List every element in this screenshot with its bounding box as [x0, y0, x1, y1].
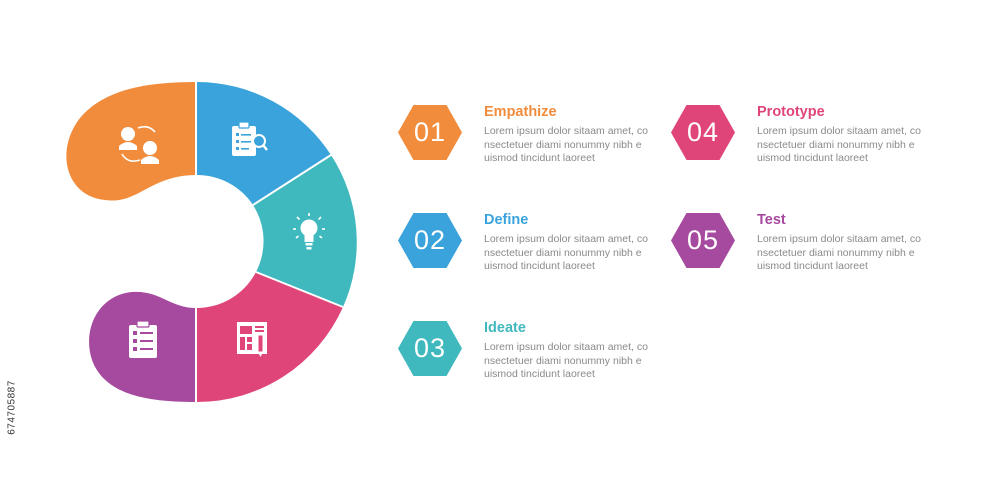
step-description: Lorem ipsum dolor sitaam amet, co nsecte…: [484, 341, 659, 382]
step-description-line: nsectetuer diami nonummy nibh e: [484, 246, 642, 259]
step-description-line: nsectetuer diami nonummy nibh e: [484, 138, 642, 151]
step-item-ideate: 03 Ideate Lorem ipsum dolor sitaam amet,…: [397, 320, 657, 410]
blueprint-pencil-icon: [237, 322, 267, 357]
empathize-segment: [66, 82, 196, 201]
step-number: 04: [686, 117, 720, 147]
step-title: Test: [757, 212, 786, 228]
step-description: Lorem ipsum dolor sitaam amet, co nsecte…: [484, 233, 659, 274]
step-description-line: Lorem ipsum dolor sitaam amet, co: [484, 341, 648, 353]
step-description-line: nsectetuer diami nonummy nibh e: [484, 354, 642, 367]
step-title: Ideate: [484, 320, 526, 336]
step-item-define: 02 Define Lorem ipsum dolor sitaam amet,…: [397, 212, 657, 302]
step-number: 05: [686, 225, 720, 255]
step-title: Empathize: [484, 104, 557, 120]
step-description-line: Lorem ipsum dolor sitaam amet, co: [484, 233, 648, 245]
step-description: Lorem ipsum dolor sitaam amet, co nsecte…: [484, 125, 659, 166]
step-description-line: Lorem ipsum dolor sitaam amet, co: [484, 125, 648, 137]
step-description-line: uismod tincidunt laoreet: [484, 260, 595, 272]
step-hexagon: 04: [670, 104, 736, 161]
step-hexagon: 05: [670, 212, 736, 269]
step-hexagon: 02: [397, 212, 463, 269]
step-number: 02: [413, 225, 447, 255]
step-hexagon: 03: [397, 320, 463, 377]
step-description-line: Lorem ipsum dolor sitaam amet, co: [757, 125, 921, 137]
step-description-line: uismod tincidunt laoreet: [757, 260, 868, 272]
step-item-test: 05 Test Lorem ipsum dolor sitaam amet, c…: [670, 212, 930, 302]
step-title: Define: [484, 212, 529, 228]
step-item-empathize: 01 Empathize Lorem ipsum dolor sitaam am…: [397, 104, 657, 194]
step-description-line: Lorem ipsum dolor sitaam amet, co: [757, 233, 921, 245]
process-ring: [66, 81, 357, 403]
step-description: Lorem ipsum dolor sitaam amet, co nsecte…: [757, 233, 932, 274]
step-item-prototype: 04 Prototype Lorem ipsum dolor sitaam am…: [670, 104, 930, 194]
lightbulb-icon: [293, 213, 325, 250]
clipboard-search-icon: [232, 121, 268, 156]
step-description-line: nsectetuer diami nonummy nibh e: [757, 246, 915, 259]
people-exchange-icon: [119, 125, 159, 164]
step-number: 03: [413, 333, 447, 363]
step-description-line: uismod tincidunt laoreet: [757, 152, 868, 164]
step-hexagon: 01: [397, 104, 463, 161]
checklist-icon: [129, 320, 157, 358]
step-description-line: uismod tincidunt laoreet: [484, 152, 595, 164]
step-number: 01: [413, 117, 447, 147]
step-description-line: uismod tincidunt laoreet: [484, 368, 595, 380]
step-description: Lorem ipsum dolor sitaam amet, co nsecte…: [757, 125, 932, 166]
step-title: Prototype: [757, 104, 825, 120]
prototype-segment: [196, 272, 343, 403]
step-description-line: nsectetuer diami nonummy nibh e: [757, 138, 915, 151]
